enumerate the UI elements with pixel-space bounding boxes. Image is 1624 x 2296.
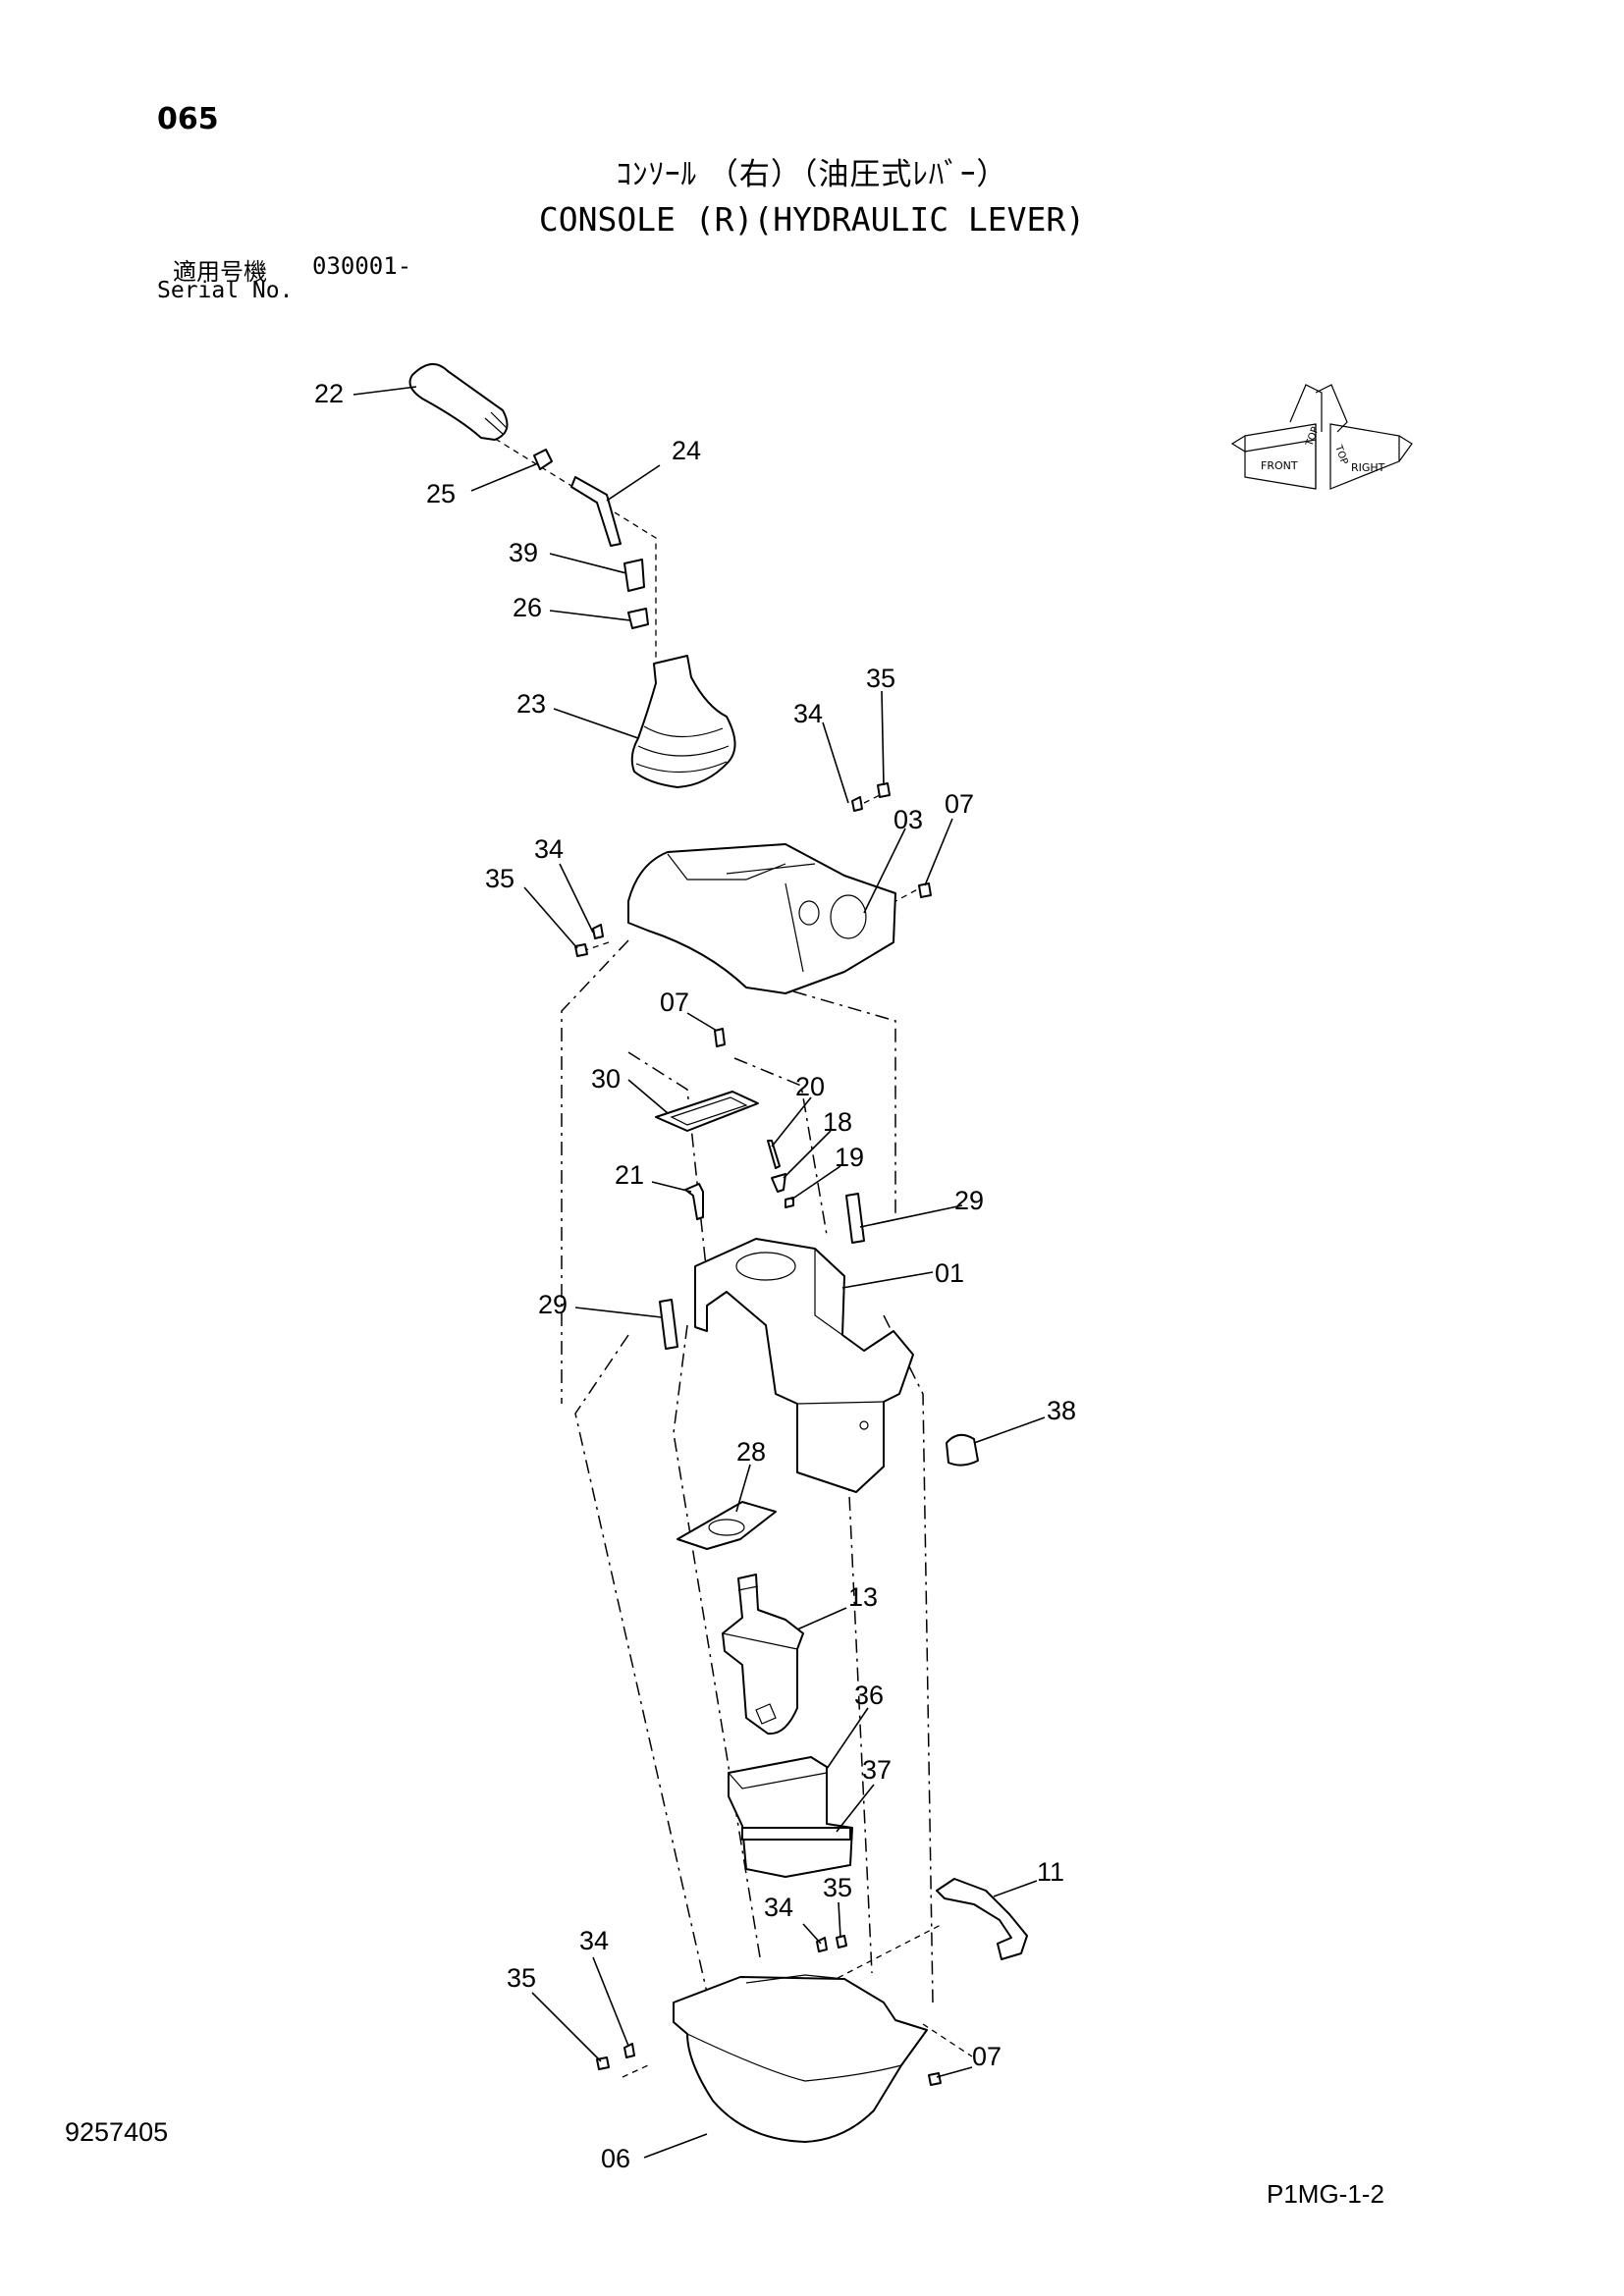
assembly-guide-lines	[411, 387, 973, 2078]
orientation-label-top-right: TOP	[1332, 443, 1350, 466]
label-39: 39	[509, 538, 538, 567]
label-01: 01	[935, 1258, 964, 1288]
label-35-mid: 35	[823, 1873, 852, 1902]
part-07-bolt-upper	[918, 882, 932, 898]
label-06: 06	[601, 2144, 630, 2173]
part-01-bracket	[694, 1238, 914, 1493]
label-07-upper: 07	[945, 789, 974, 819]
part-24-lever-plate	[570, 476, 622, 547]
part-38-clamp	[946, 1433, 979, 1467]
label-34-lower: 34	[579, 1926, 609, 1955]
label-26: 26	[513, 593, 542, 622]
label-35-upper-left: 35	[485, 864, 514, 893]
part-34-screw-upper-left	[592, 924, 604, 939]
label-38: 38	[1047, 1396, 1076, 1425]
part-35-washer-mid	[836, 1935, 847, 1949]
label-07-mid: 07	[660, 988, 689, 1017]
label-34-mid: 34	[764, 1893, 793, 1922]
serial-value: 030001-	[312, 252, 412, 280]
page-number: 065	[157, 102, 219, 136]
label-36: 36	[854, 1681, 884, 1710]
document-number: 9257405	[65, 2117, 169, 2147]
part-35-washer-upper-left	[574, 943, 588, 957]
label-30: 30	[591, 1064, 621, 1094]
part-30-plate	[655, 1091, 759, 1132]
part-22-knob	[408, 363, 509, 441]
orientation-label-front: FRONT	[1261, 459, 1298, 472]
leader-lines	[352, 386, 1046, 2159]
part-34-screw-upper-right	[851, 796, 863, 812]
part-34-screw-lower	[623, 2043, 635, 2058]
label-29-left: 29	[538, 1290, 568, 1319]
label-35-lower: 35	[507, 1963, 536, 1993]
part-11-lever-bracket	[936, 1878, 1028, 1960]
label-19: 19	[835, 1143, 864, 1172]
part-37-band	[741, 1827, 851, 1841]
part-25-nut	[533, 449, 553, 470]
label-24: 24	[672, 436, 701, 465]
serial-label-english: Serial No.	[157, 278, 294, 303]
part-35-washer-upper-right	[877, 782, 891, 798]
title-english: CONSOLE (R)(HYDRAULIC LEVER)	[538, 200, 1086, 239]
label-11: 11	[1037, 1857, 1064, 1887]
label-34-upper-right: 34	[793, 699, 823, 728]
part-36-cover-sleeve	[728, 1756, 853, 1878]
page-code: P1MG-1-2	[1267, 2179, 1384, 2209]
title-japanese: ｺﾝｿｰﾙ （右）（油圧式ﾚﾊﾞｰ）	[616, 157, 1008, 192]
part-20-pin	[767, 1140, 781, 1169]
label-18: 18	[823, 1107, 852, 1137]
label-22: 22	[314, 379, 344, 408]
part-19-nut	[785, 1197, 794, 1208]
part-29-spacer-left	[659, 1299, 678, 1350]
serial-label-japanese: 適用号機	[173, 258, 267, 286]
part-06-console-lower	[673, 1974, 928, 2143]
label-07-lower: 07	[972, 2042, 1001, 2071]
orientation-icon: FRONT TOP RIGHT TOP	[1230, 384, 1413, 490]
label-37: 37	[862, 1755, 892, 1785]
label-13: 13	[848, 1582, 878, 1612]
part-23-boot	[630, 655, 736, 788]
part-28-gasket	[677, 1501, 777, 1550]
part-03-console-upper	[627, 843, 896, 994]
label-03: 03	[893, 805, 923, 834]
part-29-spacer-right	[845, 1193, 865, 1244]
part-21-bolt	[684, 1183, 704, 1220]
orientation-label-top-left: TOP	[1304, 425, 1322, 449]
part-13-pilot-valve	[722, 1574, 804, 1735]
part-labels: 22 24 25 39 26 23 35 34 03 07 34 35 07 3…	[314, 379, 1076, 2173]
label-29-right: 29	[954, 1186, 984, 1215]
part-26-clip	[627, 608, 649, 629]
label-35-upper-right: 35	[866, 664, 895, 693]
label-21: 21	[615, 1160, 644, 1190]
part-18-screw	[771, 1173, 786, 1193]
orientation-label-right: RIGHT	[1351, 461, 1385, 474]
part-39-clip	[623, 559, 645, 592]
label-23: 23	[516, 689, 546, 719]
label-20: 20	[795, 1072, 825, 1101]
label-28: 28	[736, 1437, 766, 1467]
label-25: 25	[426, 479, 456, 508]
label-34-upper-left: 34	[534, 834, 564, 864]
part-07-bolt-lower	[928, 2072, 942, 2086]
part-07-bolt-mid	[714, 1028, 726, 1047]
